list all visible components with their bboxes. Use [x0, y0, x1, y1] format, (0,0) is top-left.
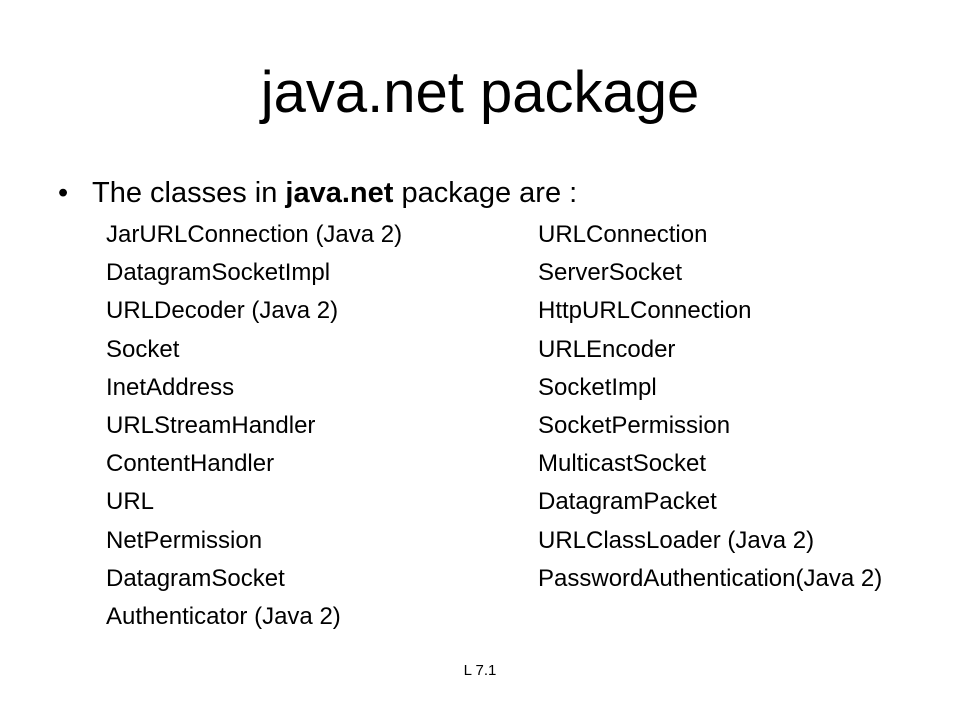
class-list-item: URLConnection: [538, 221, 708, 248]
class-list-item: URLDecoder (Java 2): [106, 297, 339, 325]
bullet-marker: •: [58, 177, 69, 209]
class-list-item: Socket: [106, 335, 180, 363]
bullet-prefix: The classes in: [92, 177, 286, 209]
class-list-item: Authenticator (Java 2): [106, 602, 341, 630]
class-list-item: DatagramSocket: [106, 564, 285, 592]
class-list-item: ContentHandler: [106, 450, 275, 478]
class-list-left: JarURLConnection (Java 2) DatagramSocket…: [106, 216, 402, 636]
class-list-item: URL: [106, 488, 155, 516]
class-list-item: PasswordAuthentication(Java 2): [538, 564, 883, 592]
class-list-item: NetPermission: [106, 526, 263, 554]
bullet-suffix: package are :: [393, 177, 578, 209]
class-list-item: InetAddress: [106, 373, 235, 401]
slide-title: java.net package: [260, 60, 700, 125]
class-list-item: DatagramSocketImpl: [106, 259, 331, 287]
bullet-emphasis: java.net: [285, 177, 394, 209]
bullet-line: • The classes in java.net package are :: [58, 173, 577, 213]
class-list-item: DatagramPacket: [538, 488, 717, 516]
class-list-item: URLStreamHandler: [106, 411, 316, 439]
class-list-item: JarURLConnection (Java 2): [106, 221, 403, 248]
class-list-item: SocketImpl: [538, 373, 657, 401]
class-list-item: SocketPermission: [538, 411, 731, 439]
class-list-right: URLConnection ServerSocket HttpURLConnec…: [538, 216, 882, 598]
class-list-item: URLEncoder: [538, 335, 676, 363]
class-list-item: URLClassLoader (Java 2): [538, 526, 815, 554]
class-list-item: HttpURLConnection: [538, 297, 752, 325]
class-list-item: ServerSocket: [538, 259, 683, 287]
class-list-item: MulticastSocket: [538, 450, 707, 478]
slide-footer: L 7.1: [463, 662, 497, 679]
